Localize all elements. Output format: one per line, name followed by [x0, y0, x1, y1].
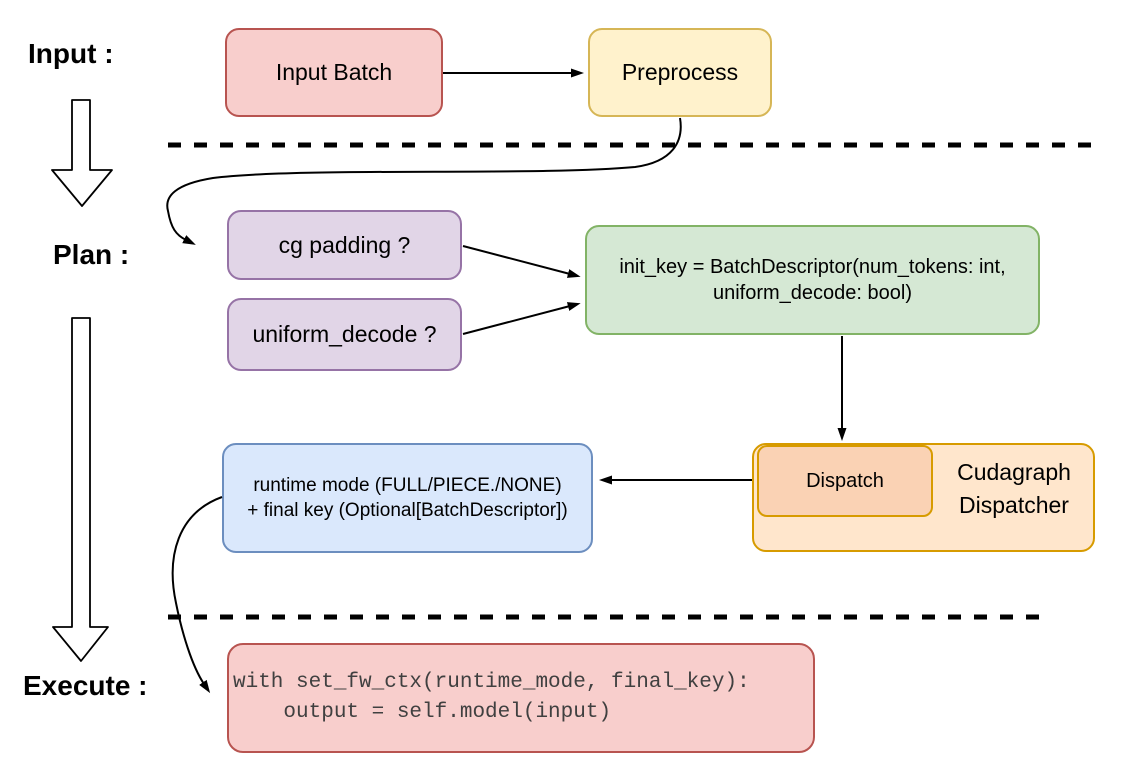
cudagraph-dispatcher-label-line1: Cudagraph [957, 459, 1071, 485]
plan-to-execute-hollow-arrow [52, 317, 109, 662]
node-cg-padding-label: cg padding ? [278, 231, 411, 258]
stage-label-input: Input : [28, 38, 114, 69]
arrow-runtime-mode-to-execute-code [171, 496, 223, 694]
execute-code-line2: output = self.model(input) [233, 701, 612, 724]
arrow-uniform-decode-to-init-key [462, 302, 581, 335]
input-to-plan-hollow-arrow [51, 99, 113, 207]
node-uniform-decode: uniform_decode ? [227, 298, 462, 371]
node-runtime-mode-line2: + final key (Optional[BatchDescriptor]) [247, 500, 568, 521]
arrow-cg-padding-to-init-key [462, 245, 581, 278]
cudagraph-dispatcher-label: Cudagraph Dispatcher [933, 456, 1095, 522]
execute-code-line1: with set_fw_ctx(runtime_mode, final_key)… [233, 671, 750, 694]
stage-label-execute: Execute : [23, 670, 148, 701]
node-preprocess: Preprocess [588, 28, 772, 117]
node-init-key-line2: uniform_decode: bool) [712, 282, 912, 304]
node-init-key-line1: init_key = BatchDescriptor(num_tokens: i… [619, 255, 1006, 278]
node-input-batch-label: Input Batch [275, 59, 393, 86]
stage-label-plan: Plan : [53, 239, 130, 270]
cudagraph-dispatcher-label-line2: Dispatcher [959, 492, 1069, 518]
node-cg-padding: cg padding ? [227, 210, 462, 280]
node-preprocess-label: Preprocess [621, 59, 739, 86]
node-execute-code: with set_fw_ctx(runtime_mode, final_key)… [227, 643, 815, 753]
node-init-key: init_key = BatchDescriptor(num_tokens: i… [585, 225, 1040, 335]
node-uniform-decode-label: uniform_decode ? [252, 321, 437, 348]
node-input-batch: Input Batch [225, 28, 443, 117]
node-runtime-mode-line1: runtime mode (FULL/PIECE./NONE) [253, 474, 562, 496]
node-dispatch-label: Dispatch [806, 469, 884, 492]
node-runtime-mode: runtime mode (FULL/PIECE./NONE) + final … [222, 443, 593, 553]
node-dispatch: Dispatch [757, 445, 933, 517]
